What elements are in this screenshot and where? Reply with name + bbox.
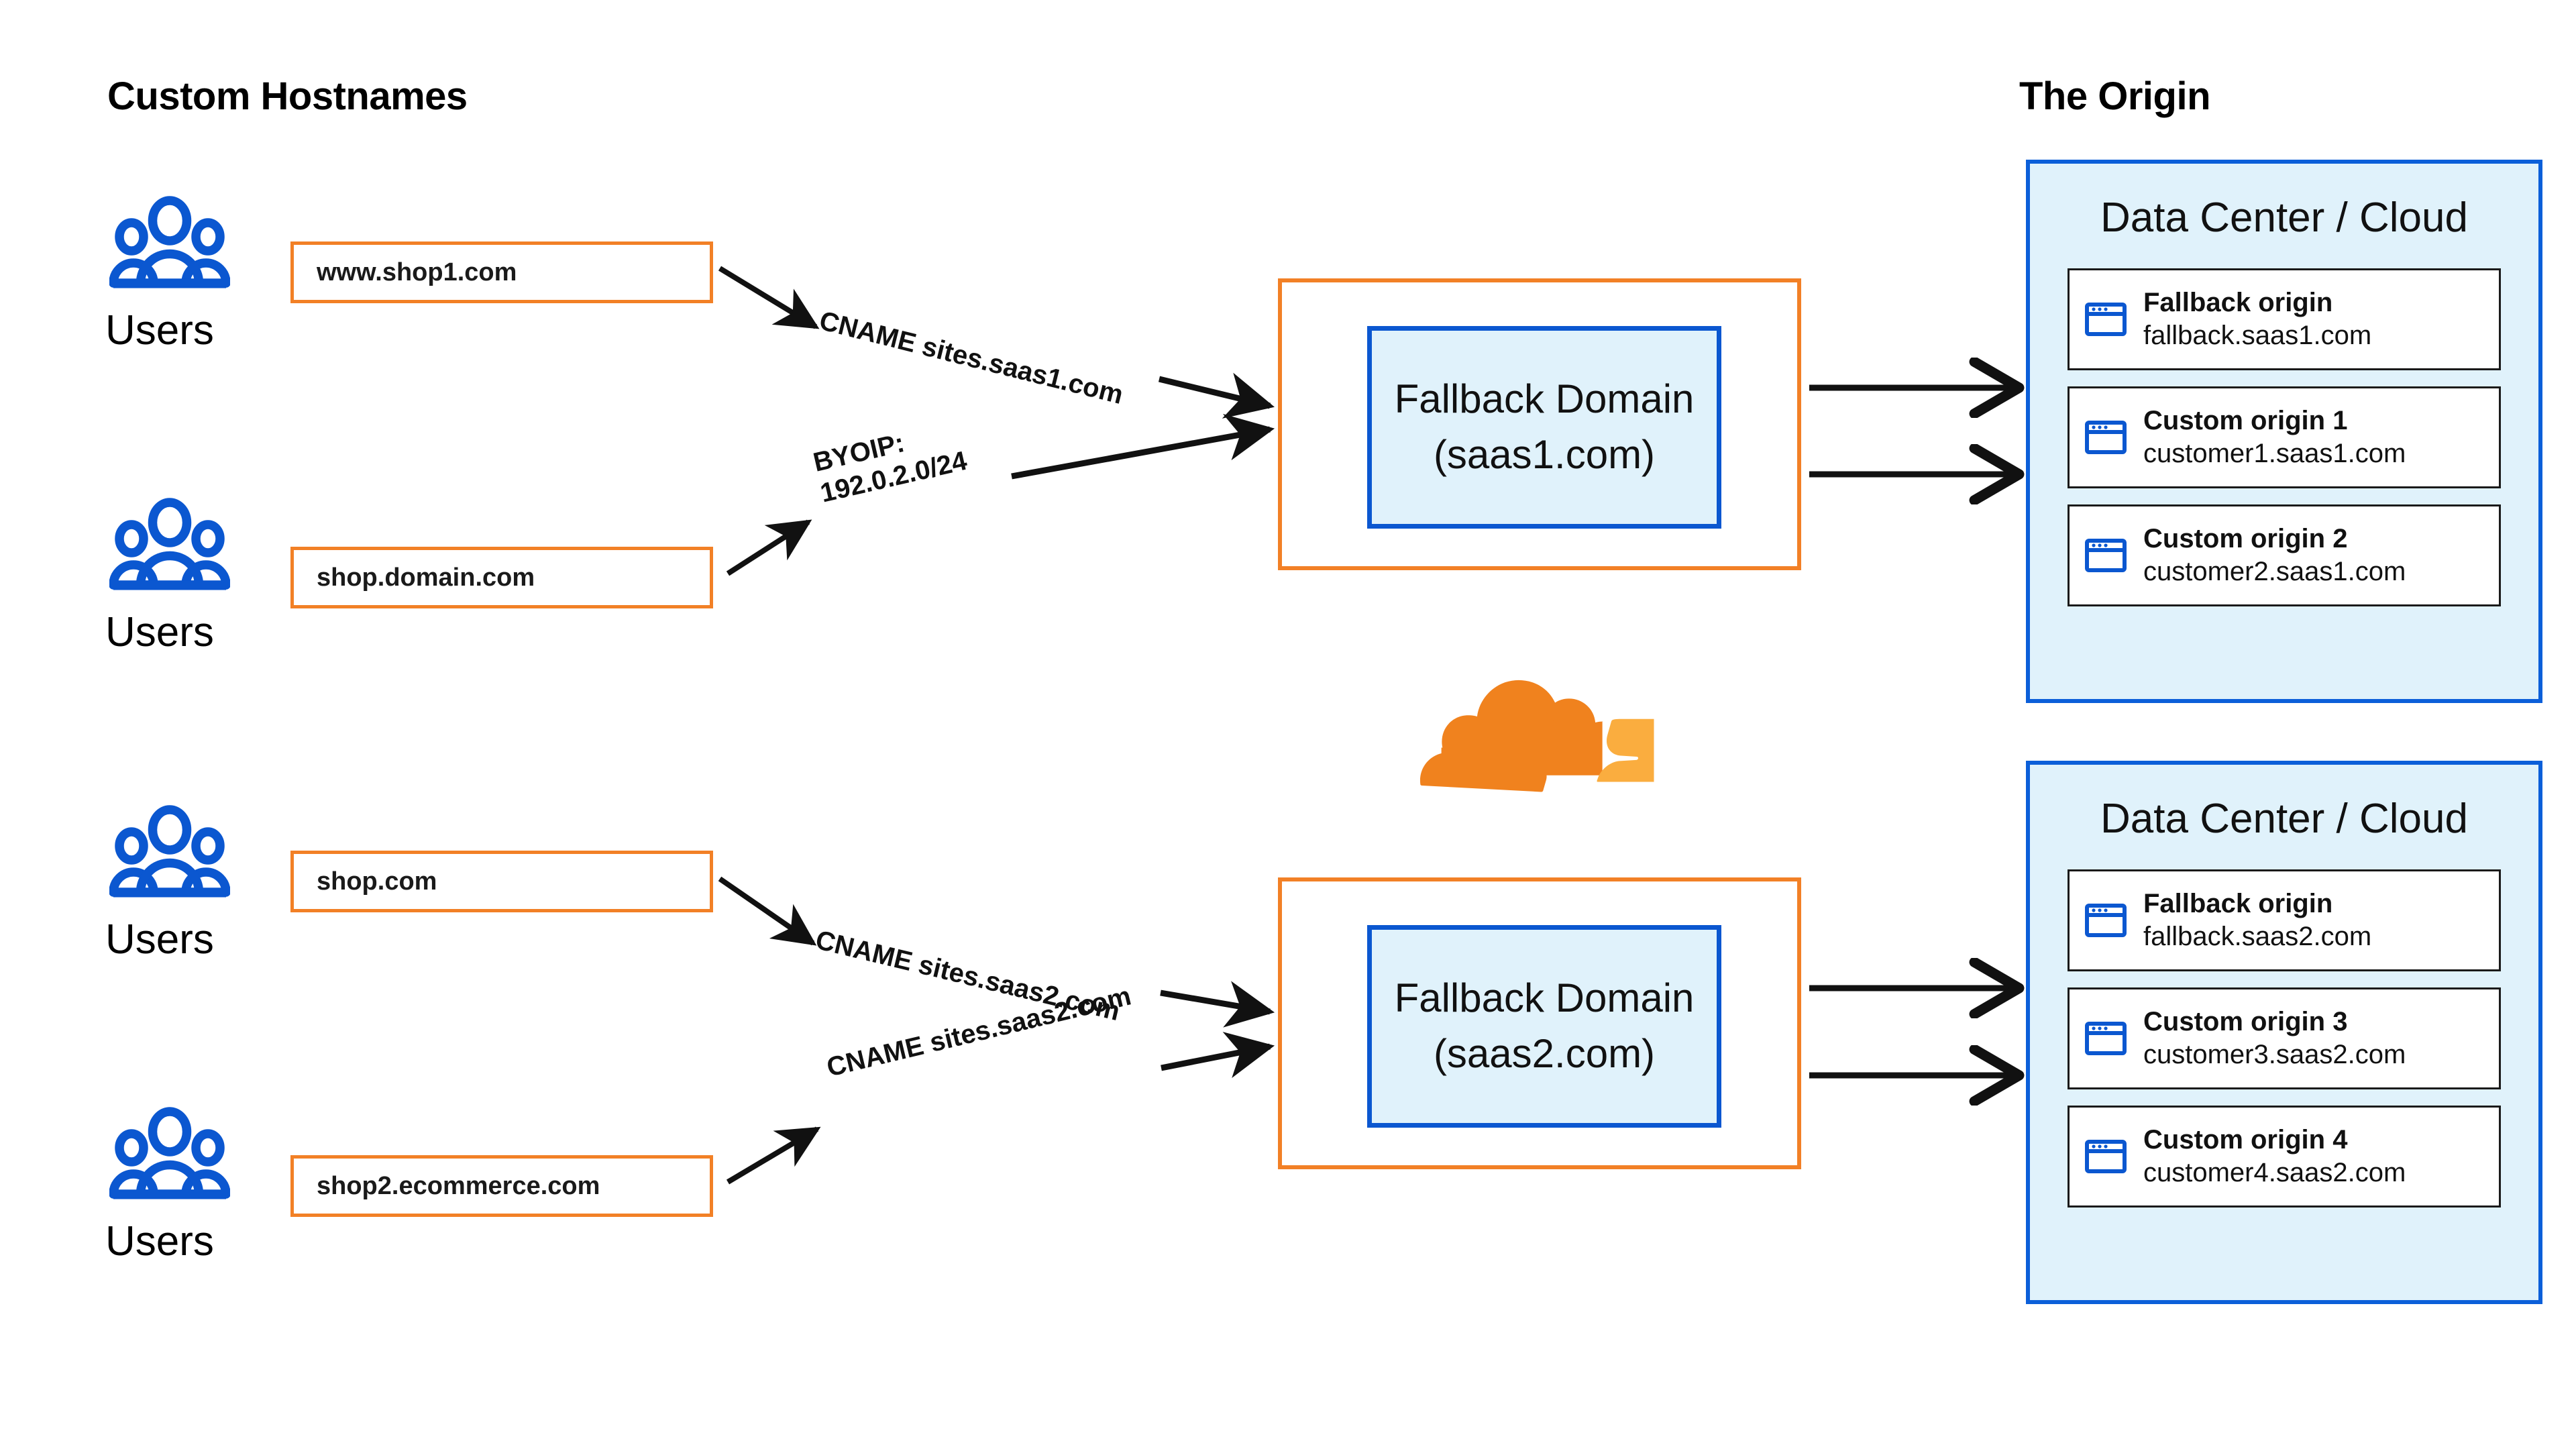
users-group-4: Users [104, 1106, 258, 1263]
connector-label-cname-saas1: CNAME sites.saas1.com [816, 305, 1126, 411]
origin-card-text: Custom origin 4 customer4.saas2.com [2143, 1124, 2406, 1189]
arrow-label4-to-fallback2 [1161, 1032, 1275, 1078]
origin-host: fallback.saas2.com [2143, 922, 2372, 951]
origin-card-fallback-saas1[interactable]: Fallback origin fallback.saas1.com [2068, 268, 2501, 370]
origin-host: customer2.saas1.com [2143, 557, 2406, 586]
browser-window-icon [2085, 421, 2127, 454]
browser-window-icon [2085, 904, 2127, 937]
users-group-1: Users [104, 195, 258, 352]
arrow-label3-to-fallback2 [1160, 981, 1275, 1028]
origin-card-custom-origin-2[interactable]: Custom origin 2 customer2.saas1.com [2068, 504, 2501, 606]
arrow-label2-to-fallback1 [1011, 414, 1275, 480]
fallback-domain-name: (saas1.com) [1433, 432, 1656, 477]
users-label: Users [105, 609, 214, 655]
origin-card-text: Fallback origin fallback.saas1.com [2143, 287, 2371, 352]
connector-label-line: CNAME sites.saas2.com [824, 981, 1134, 1083]
fallback-domain-box-saas1[interactable]: Fallback Domain (saas1.com) [1367, 326, 1721, 529]
origin-card-text: Custom origin 1 customer1.saas1.com [2143, 405, 2406, 470]
arrow-hostname1-to-label [718, 266, 820, 329]
origin-card-fallback-saas2[interactable]: Fallback origin fallback.saas2.com [2068, 869, 2501, 971]
data-center-title: Data Center / Cloud [2100, 796, 2468, 842]
browser-window-icon [2085, 1022, 2127, 1055]
users-label: Users [105, 1218, 214, 1265]
origin-card-text: Custom origin 3 customer3.saas2.com [2143, 1006, 2406, 1071]
hostname-box-www-shop1[interactable]: www.shop1.com [290, 241, 713, 303]
connector-label-byoip: BYOIP: 192.0.2.0/24 [810, 415, 970, 510]
fallback-domain-container-1: Fallback Domain (saas1.com) [1278, 278, 1801, 570]
origin-card-text: Custom origin 2 customer2.saas1.com [2143, 523, 2406, 588]
data-center-box-1: Data Center / Cloud Fallback origin fall… [2026, 160, 2542, 703]
fallback-domain-box-saas2[interactable]: Fallback Domain (saas2.com) [1367, 925, 1721, 1128]
users-icon [109, 805, 230, 898]
connector-label-cname-saas2-b: CNAME sites.saas2.com [824, 981, 1134, 1084]
users-label: Users [105, 307, 214, 354]
origin-card-custom-origin-1[interactable]: Custom origin 1 customer1.saas1.com [2068, 386, 2501, 488]
origin-host: customer1.saas1.com [2143, 439, 2406, 468]
heading-custom-hostnames: Custom Hostnames [107, 74, 468, 118]
origin-card-custom-origin-4[interactable]: Custom origin 4 customer4.saas2.com [2068, 1106, 2501, 1208]
cloudflare-logo [1419, 680, 1654, 792]
origin-name: Custom origin 1 [2143, 405, 2348, 435]
arrow-hostname4-to-label [726, 1126, 821, 1185]
users-icon [109, 498, 230, 590]
origin-name: Fallback origin [2143, 888, 2333, 918]
users-group-3: Users [104, 804, 258, 961]
origin-host: fallback.saas1.com [2143, 321, 2372, 350]
browser-window-icon [2085, 1140, 2127, 1173]
fallback-domain-container-2: Fallback Domain (saas2.com) [1278, 877, 1801, 1169]
arrow-label1-to-fallback1 [1158, 372, 1275, 419]
arrow-hostname2-to-label [726, 519, 812, 576]
users-label: Users [105, 916, 214, 963]
fallback-domain-title: Fallback Domain [1394, 376, 1695, 422]
hostname-box-shop2-ecommerce[interactable]: shop2.ecommerce.com [290, 1155, 713, 1217]
origin-name: Fallback origin [2143, 287, 2333, 317]
hostname-box-shop-domain[interactable]: shop.domain.com [290, 547, 713, 608]
fallback-domain-title: Fallback Domain [1394, 975, 1695, 1021]
origin-name: Custom origin 4 [2143, 1124, 2348, 1155]
origin-card-custom-origin-3[interactable]: Custom origin 3 customer3.saas2.com [2068, 987, 2501, 1089]
data-center-box-2: Data Center / Cloud Fallback origin fall… [2026, 761, 2542, 1304]
origin-name: Custom origin 3 [2143, 1006, 2348, 1036]
arrow-hostname3-to-label [718, 876, 817, 946]
users-group-2: Users [104, 496, 258, 653]
origin-host: customer3.saas2.com [2143, 1040, 2406, 1069]
connector-label-line: CNAME sites.saas1.com [816, 305, 1126, 411]
hostname-box-shop[interactable]: shop.com [290, 851, 713, 912]
heading-the-origin: The Origin [2019, 74, 2211, 118]
browser-window-icon [2085, 539, 2127, 572]
users-icon [109, 1107, 230, 1199]
origin-card-text: Fallback origin fallback.saas2.com [2143, 888, 2371, 953]
users-icon [109, 196, 230, 288]
data-center-title: Data Center / Cloud [2100, 195, 2468, 241]
origin-name: Custom origin 2 [2143, 523, 2348, 553]
fallback-domain-name: (saas2.com) [1433, 1031, 1656, 1076]
origin-host: customer4.saas2.com [2143, 1158, 2406, 1187]
browser-window-icon [2085, 303, 2127, 336]
